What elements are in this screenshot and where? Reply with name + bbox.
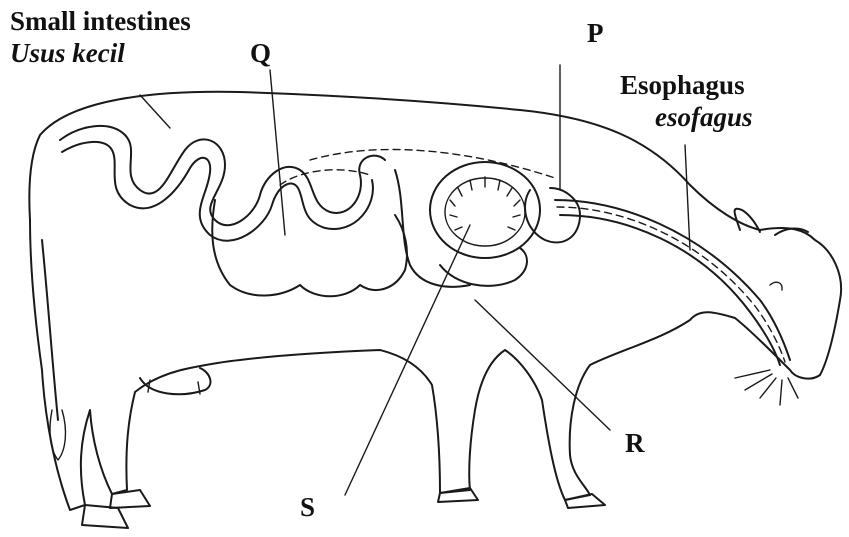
small-intestine-coils: [60, 126, 385, 225]
label-esophagus-en: Esophagus: [620, 70, 745, 101]
hoof-front-left: [438, 488, 478, 502]
label-S: S: [300, 492, 315, 523]
eye: [770, 282, 782, 290]
label-P: P: [587, 18, 604, 49]
label-small-intestines-en: Small intestines: [10, 6, 191, 37]
leader-esophagus: [685, 145, 690, 250]
rumen-Q: [212, 200, 407, 296]
label-esophagus-ms: esofagus: [655, 102, 753, 133]
label-R: R: [625, 428, 645, 459]
muzzle-hair: [735, 370, 798, 405]
reticulum-R: [440, 248, 527, 286]
leader-S: [345, 225, 470, 495]
esophagus-tube-inner: [560, 215, 780, 365]
label-Q: Q: [250, 38, 271, 69]
hoof-front-right: [565, 494, 605, 508]
leader-Q: [270, 70, 285, 235]
hoof-rear-right: [110, 490, 150, 508]
dorsal-dashed-line: [310, 150, 555, 178]
abomasum-S-inner: [445, 178, 525, 246]
label-small-intestines-ms: Usus kecil: [10, 38, 125, 69]
leader-small-intestines: [140, 95, 170, 128]
rumen-dashed: [280, 170, 370, 185]
teat-1: [148, 380, 150, 392]
hoof-rear-left: [82, 505, 128, 528]
